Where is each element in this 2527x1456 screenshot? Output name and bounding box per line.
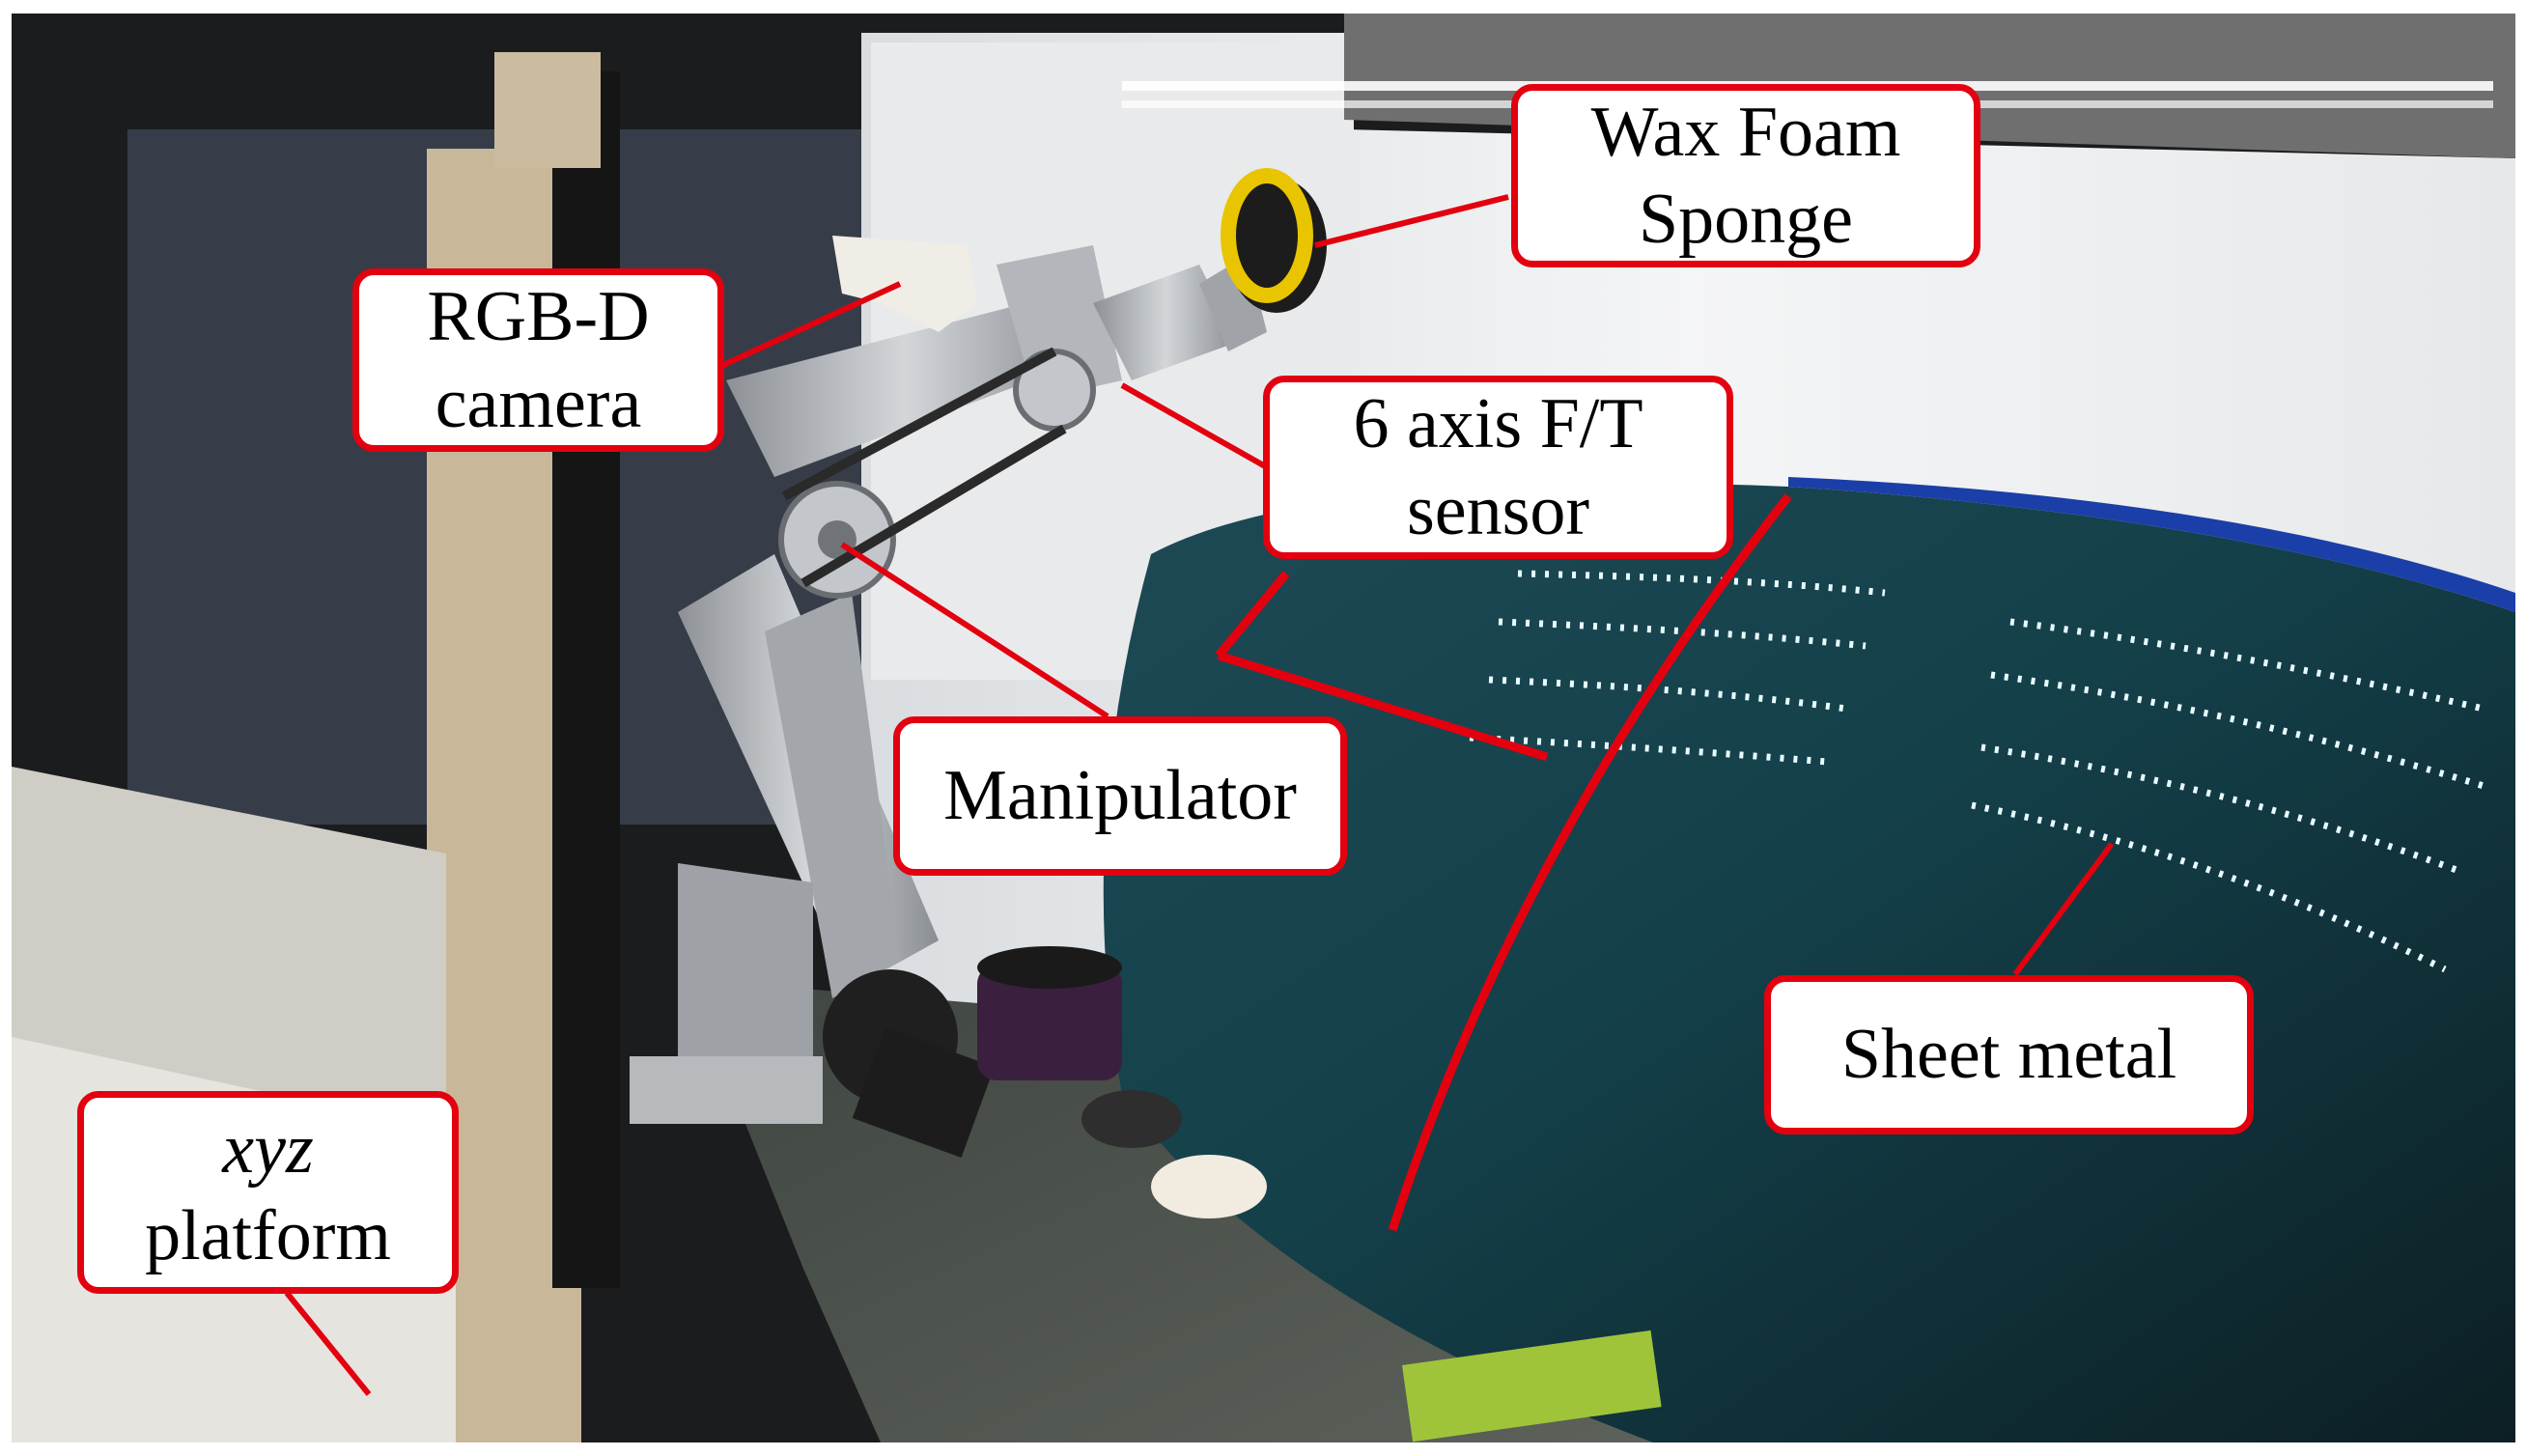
sheet-metal-surface: [1103, 483, 2515, 1442]
label-platform-text: platform: [145, 1196, 391, 1275]
leader-lines: [284, 194, 2115, 1396]
leader-line-ft-sensor: [1120, 382, 1269, 470]
leader-line-xyz: [284, 1291, 372, 1396]
label-xyz-italic: xyz: [222, 1108, 314, 1189]
leader-line-sponge: [1314, 194, 1509, 248]
camera-mount: [832, 236, 977, 332]
label-rgbd-camera: RGB-D camera: [352, 268, 724, 452]
wax-foam-sponge: [1221, 168, 1327, 313]
label-wax-foam-sponge: Wax Foam Sponge: [1511, 84, 1980, 267]
label-manipulator: Manipulator: [893, 716, 1347, 876]
base-motor: [630, 969, 995, 1159]
leader-line-camera: [719, 281, 902, 369]
green-package: [1402, 1330, 1662, 1442]
blue-cover: [1788, 477, 2515, 612]
tower-top: [494, 52, 601, 168]
led-reflections: [1469, 570, 2485, 973]
manipulator-arm: [678, 245, 1122, 1095]
label-ft-sensor: 6 axis F/T sensor: [1263, 376, 1733, 559]
wax-jar: [977, 946, 1122, 1080]
black-pad: [1081, 1090, 1182, 1148]
leader-line-manipulator: [840, 542, 1109, 719]
label-xyz-platform: xyz platform: [77, 1091, 459, 1294]
red-tape-marks: [1215, 493, 1792, 1232]
label-sheet-metal: Sheet metal: [1764, 975, 2254, 1134]
white-pad: [1151, 1155, 1267, 1218]
leader-line-sheet-metal: [2012, 842, 2115, 976]
